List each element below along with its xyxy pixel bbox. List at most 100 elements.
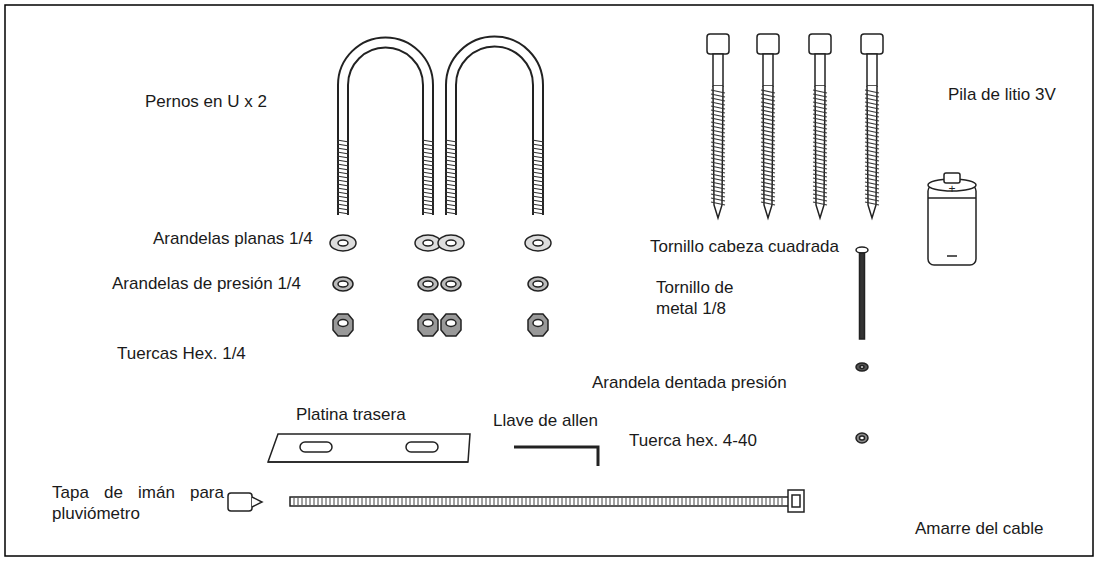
thread (337, 208, 349, 210)
thread (813, 114, 827, 117)
thread (813, 94, 827, 97)
ridge (334, 498, 335, 505)
hex-nut (441, 314, 461, 336)
thread (422, 144, 434, 146)
part-label: Tuercas Hex. 1/4 (117, 343, 246, 364)
ridge (554, 498, 555, 505)
lock-washer (333, 277, 353, 291)
thread (445, 204, 457, 206)
thread (865, 198, 879, 201)
thread (532, 192, 544, 194)
thread (761, 150, 775, 153)
ridge (730, 498, 731, 505)
part-label: Arandelas planas 1/4 (153, 228, 313, 249)
thread (711, 158, 725, 161)
screw-head (809, 34, 831, 54)
thread (711, 142, 725, 145)
screw-shank (867, 54, 877, 86)
thread (422, 196, 434, 198)
thread (532, 168, 544, 170)
flat-washer (525, 235, 551, 251)
ridge (438, 498, 439, 505)
thread (445, 144, 457, 146)
thread (532, 212, 544, 214)
part-label: Tornillo de metal 1/8 (656, 277, 760, 319)
ridge (782, 498, 783, 505)
part-label: Platina trasera (296, 404, 406, 425)
thread (761, 94, 775, 97)
flat-washer (438, 235, 464, 251)
washer-hole (338, 281, 348, 287)
ridge (470, 498, 471, 505)
ridge (454, 498, 455, 505)
thread (813, 142, 827, 145)
thread (711, 202, 725, 205)
thread (445, 160, 457, 162)
thread (761, 174, 775, 177)
ridge (642, 498, 643, 505)
nut-hole (423, 320, 433, 327)
thread (532, 156, 544, 158)
thread (445, 180, 457, 182)
ridge (746, 498, 747, 505)
thread (711, 154, 725, 157)
ridge (602, 498, 603, 505)
part-label: Pila de litio 3V (948, 84, 1056, 105)
ridge (722, 498, 723, 505)
thread (761, 202, 775, 205)
lock-washer (528, 277, 548, 291)
ridge (686, 498, 687, 505)
thread (711, 166, 725, 169)
ridge (506, 498, 507, 505)
ridge (610, 498, 611, 505)
part-label: Amarre del cable (915, 518, 1044, 539)
thread (422, 212, 434, 214)
thread (532, 184, 544, 186)
thread (711, 138, 725, 141)
washer-hole (423, 240, 433, 246)
thread (337, 188, 349, 190)
thread (813, 190, 827, 193)
thread (337, 144, 349, 146)
part-label: Tornillo cabeza cuadrada (650, 236, 839, 257)
thread (865, 130, 879, 133)
ridge (770, 498, 771, 505)
ridge (622, 498, 623, 505)
thread (761, 198, 775, 201)
part-label: Llave de allen (493, 410, 598, 431)
ridge (662, 498, 663, 505)
ridge (574, 498, 575, 505)
thread (532, 176, 544, 178)
thread (445, 176, 457, 178)
thread (337, 180, 349, 182)
thread (761, 114, 775, 117)
ridge (778, 498, 779, 505)
ridge (706, 498, 707, 505)
thread (761, 110, 775, 113)
ridge (354, 498, 355, 505)
ridge (650, 498, 651, 505)
thread (813, 134, 827, 137)
thread (761, 178, 775, 181)
thread (337, 168, 349, 170)
hex-nut (418, 314, 438, 336)
ridge (394, 498, 395, 505)
ridge (654, 498, 655, 505)
thread (865, 126, 879, 129)
thread (711, 174, 725, 177)
thread (445, 140, 457, 142)
screw-head (757, 34, 779, 54)
ridge (594, 498, 595, 505)
ridge (518, 498, 519, 505)
thread (761, 98, 775, 101)
ridge (690, 498, 691, 505)
thread (532, 160, 544, 162)
ridge (646, 498, 647, 505)
thread (761, 190, 775, 193)
ridge (294, 498, 295, 505)
flat-washer (415, 235, 441, 251)
thread (422, 164, 434, 166)
ridge (718, 498, 719, 505)
ridge (410, 498, 411, 505)
thread (711, 130, 725, 133)
